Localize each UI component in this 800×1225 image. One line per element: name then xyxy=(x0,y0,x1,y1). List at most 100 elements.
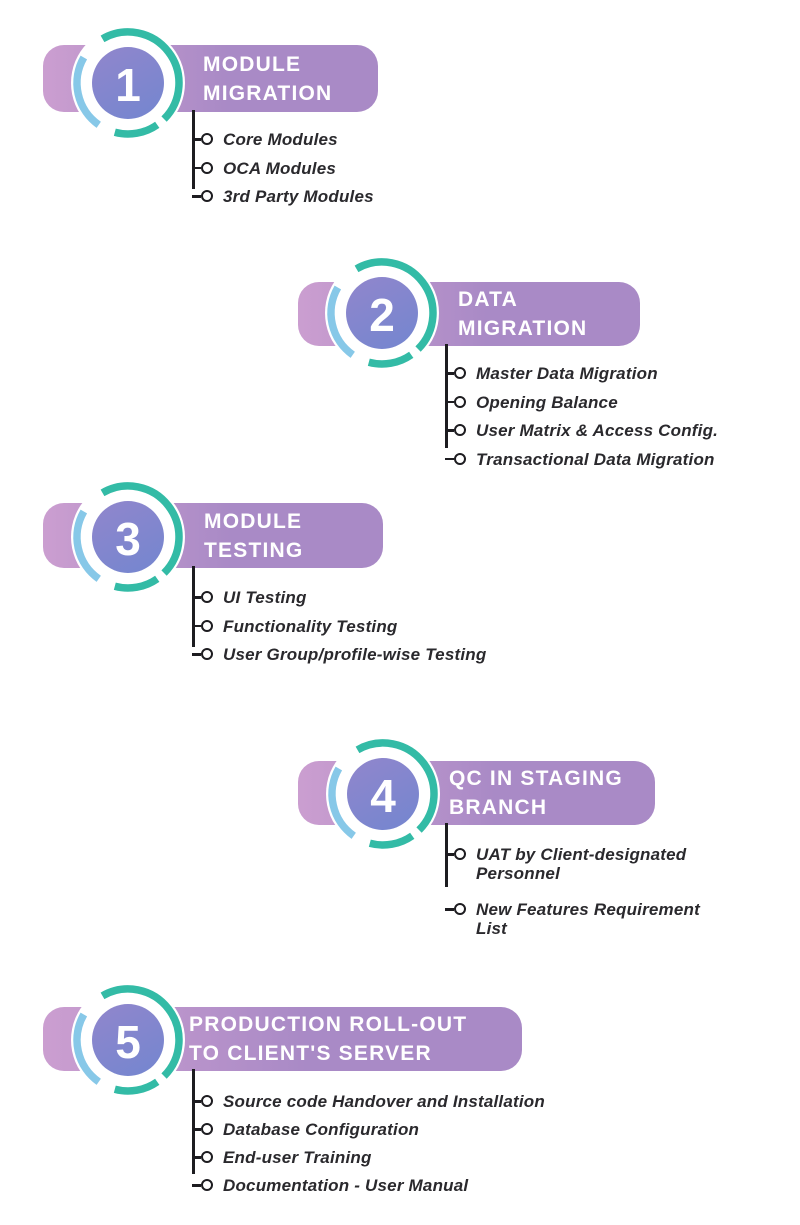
tree-item: Transactional Data Migration xyxy=(445,450,800,469)
tree-item: UAT by Client-designated Personnel xyxy=(445,845,800,883)
tree-item-label: Transactional Data Migration xyxy=(476,449,715,469)
tree-node-circle-icon xyxy=(454,848,466,860)
tree-connector-line xyxy=(445,429,454,432)
tree-item: New Features Requirement List xyxy=(445,900,800,938)
badge-circle xyxy=(347,758,419,830)
badge-arc-teal-bottom-icon xyxy=(368,832,415,849)
tree-item-label: UI Testing xyxy=(223,588,307,607)
badge-arc-teal-icon xyxy=(100,482,183,576)
tree-item: Core Modules xyxy=(192,130,562,149)
tree-connector-line xyxy=(445,400,454,404)
tree-node-circle-icon xyxy=(454,903,466,915)
tree-vertical-line xyxy=(445,823,448,887)
badge-number: 4 xyxy=(370,770,396,822)
tree-node-circle-icon xyxy=(201,190,213,202)
tree-node-circle-icon xyxy=(201,591,213,603)
step-title-line: MODULE xyxy=(204,509,303,533)
badge-circle xyxy=(346,277,418,349)
tree-node-circle-icon xyxy=(201,1095,213,1107)
tree-item-label: OCA Modules xyxy=(223,158,337,178)
tree-node-circle-icon xyxy=(201,1151,213,1163)
tree-node-circle-icon xyxy=(454,424,466,436)
tree-vertical-line xyxy=(192,110,195,189)
step-title-line: MIGRATION xyxy=(203,81,333,105)
badge-arc-teal-bottom-icon xyxy=(113,575,160,592)
tree-node-circle-icon xyxy=(201,648,213,660)
tree-node-circle-icon xyxy=(201,619,213,632)
tree-node-circle-icon xyxy=(201,133,213,145)
tree-node-circle-icon xyxy=(454,452,466,465)
tree-connector-line xyxy=(192,1184,201,1187)
step-number-badge-icon: 5 xyxy=(71,983,185,1097)
tree-item: 3rd Party Modules xyxy=(192,187,562,206)
tree-connector-line xyxy=(445,853,454,856)
tree-node-circle-icon xyxy=(454,395,466,408)
badge-arc-blue-icon xyxy=(73,509,102,582)
tree-item: Database Configuration xyxy=(192,1120,562,1139)
badge-arc-teal-icon xyxy=(355,739,438,833)
tree-node-circle-icon xyxy=(201,161,213,174)
step-title: PRODUCTION ROLL-OUT TO CLIENT'S SERVER xyxy=(189,1007,467,1071)
tree-connector-line xyxy=(192,195,201,198)
badge-number: 2 xyxy=(369,289,395,341)
tree-item-label: Documentation - User Manual xyxy=(223,1176,469,1195)
step-title-line: MODULE xyxy=(203,52,302,76)
tree-item: Source code Handover and Installation xyxy=(192,1092,562,1111)
step-title-line: QC IN STAGING xyxy=(449,767,623,790)
tree-item: End-user Training xyxy=(192,1148,562,1167)
badge-circle xyxy=(92,501,164,573)
tree-item-label: Database Configuration xyxy=(223,1120,420,1139)
badge-arc-teal-icon xyxy=(354,258,437,352)
tree-item-label: New Features Requirement List xyxy=(476,900,700,938)
tree-item-label: 3rd Party Modules xyxy=(223,187,374,206)
tree-connector-line xyxy=(192,1100,201,1103)
tree-item-label: Source code Handover and Installation xyxy=(223,1092,545,1111)
badge-arc-blue-icon xyxy=(328,766,357,839)
tree-item: Documentation - User Manual xyxy=(192,1176,562,1195)
tree-connector-line xyxy=(192,653,201,656)
badge-arc-teal-bottom-icon xyxy=(367,351,414,368)
tree-item: User Group/profile-wise Testing xyxy=(192,645,562,664)
tree-item-label: Master Data Migration xyxy=(476,364,658,383)
step-number-badge-icon: 2 xyxy=(325,256,439,370)
badge-number: 3 xyxy=(115,513,141,565)
tree-connector-line xyxy=(192,166,201,170)
tree-item-label: Opening Balance xyxy=(476,392,618,412)
tree-connector-line xyxy=(192,138,201,141)
step-number-badge-icon: 1 xyxy=(71,26,185,140)
step-title-line: BRANCH xyxy=(449,796,548,819)
tree-connector-line xyxy=(192,624,201,628)
tree-item: User Matrix & Access Config. xyxy=(445,421,800,440)
step-title-line: PRODUCTION ROLL-OUT xyxy=(189,1013,468,1036)
badge-circle xyxy=(92,47,164,119)
step-title-line: MIGRATION xyxy=(458,317,588,340)
tree-item-label: Core Modules xyxy=(223,130,338,149)
tree-item-label: Functionality Testing xyxy=(223,616,398,636)
badge-arc-blue-icon xyxy=(73,55,102,128)
step-number-badge-icon: 4 xyxy=(326,737,440,851)
badge-arc-teal-icon xyxy=(100,985,183,1079)
step-title-line: TO CLIENT'S SERVER xyxy=(189,1042,432,1065)
tree-connector-line xyxy=(192,1156,201,1159)
badge-circle xyxy=(92,1004,164,1076)
step-title: QC IN STAGING BRANCH xyxy=(449,761,623,825)
badge-number: 1 xyxy=(115,59,141,111)
tree-item-label: User Group/profile-wise Testing xyxy=(223,645,487,664)
badge-arc-teal-icon xyxy=(100,28,183,122)
step-title: MODULE MIGRATION xyxy=(203,45,332,112)
tree-connector-line xyxy=(192,596,201,599)
tree-item: Opening Balance xyxy=(445,393,800,412)
badge-arc-teal-bottom-icon xyxy=(113,121,160,138)
tree-item-label: End-user Training xyxy=(223,1148,372,1167)
tree-item-label: User Matrix & Access Config. xyxy=(476,421,719,440)
tree-connector-line xyxy=(445,457,454,461)
tree-connector-line xyxy=(192,1128,201,1131)
tree-item: OCA Modules xyxy=(192,159,562,178)
